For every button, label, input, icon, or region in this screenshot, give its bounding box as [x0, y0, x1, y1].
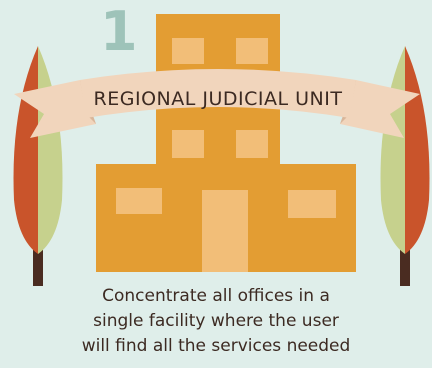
building-window — [236, 130, 268, 158]
building-window — [172, 130, 204, 158]
building-window — [236, 38, 268, 64]
ribbon-banner: REGIONAL JUDICIAL UNIT — [14, 69, 420, 138]
right-tree — [380, 46, 430, 286]
banner-title: REGIONAL JUDICIAL UNIT — [94, 88, 343, 110]
tree-crown-left — [13, 46, 38, 254]
ribbon-tail-left — [14, 80, 96, 138]
step-number: 1 — [100, 0, 138, 63]
building-window — [288, 190, 336, 218]
tree-trunk — [400, 230, 410, 286]
caption-line: single facility where the user — [93, 311, 339, 331]
description-caption: Concentrate all offices in a single faci… — [0, 284, 432, 359]
caption-line: will find all the services needed — [81, 336, 351, 356]
tree-crown-right — [405, 46, 430, 254]
tree-crown-left — [380, 46, 405, 254]
building-door — [202, 190, 248, 272]
caption-line: Concentrate all offices in a — [102, 286, 330, 306]
tree-trunk — [33, 230, 43, 286]
tree-crown-right — [38, 46, 63, 254]
ribbon-body — [80, 69, 356, 118]
building-window — [172, 38, 204, 64]
ribbon-tail-right — [340, 80, 420, 138]
building-window — [116, 188, 162, 214]
left-tree — [13, 46, 63, 286]
